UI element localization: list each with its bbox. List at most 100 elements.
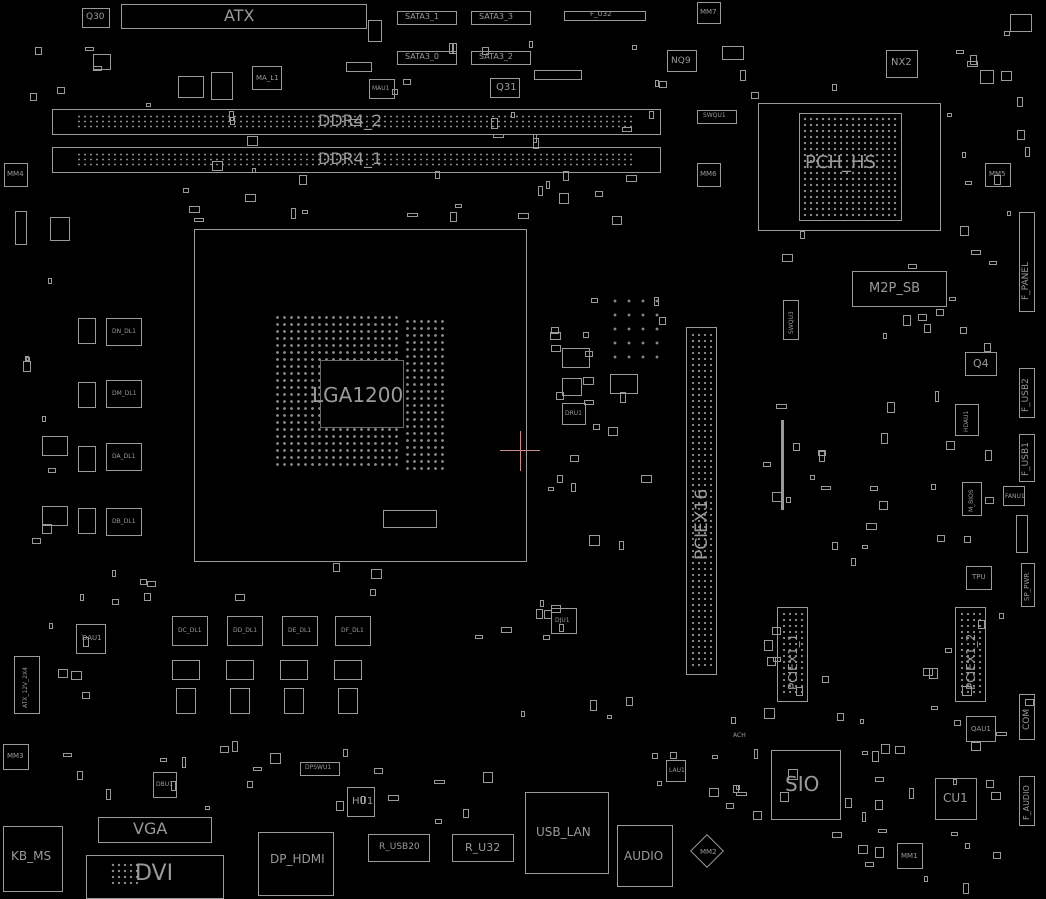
kb-ms-connector[interactable]: [3, 826, 63, 892]
lau1-chip[interactable]: [666, 760, 686, 782]
mm1-mount[interactable]: [897, 843, 923, 869]
mm3-mount[interactable]: [3, 744, 29, 770]
vrm-mosfet: [338, 688, 358, 714]
passive-footprint: [772, 492, 783, 502]
sio-chip[interactable]: [771, 750, 841, 820]
nq9-component[interactable]: [667, 50, 697, 72]
da-dl1-inductor[interactable]: [106, 443, 142, 471]
pch-outline[interactable]: [758, 103, 941, 231]
q31-component[interactable]: [490, 78, 520, 98]
f-audio-header[interactable]: [1019, 776, 1035, 826]
dbu1-chip[interactable]: [153, 772, 177, 798]
mm7-mount[interactable]: [697, 2, 721, 24]
de-dl1-inductor[interactable]: [282, 616, 318, 646]
dau1-chip[interactable]: [76, 624, 106, 654]
vga-connector[interactable]: [98, 817, 212, 843]
sata3-3-connector[interactable]: [471, 11, 531, 25]
dju1-chip[interactable]: [551, 608, 577, 634]
passive-footprint: [245, 194, 256, 202]
f-panel-header[interactable]: [1019, 212, 1035, 312]
tpu-label: TPU: [972, 573, 986, 581]
cu1-label: CU1: [943, 791, 968, 805]
cpu-socket-outline[interactable]: [194, 229, 527, 562]
q4-component[interactable]: [965, 352, 997, 376]
sata3-2-connector[interactable]: [471, 51, 531, 65]
q30-component[interactable]: [82, 8, 110, 28]
pciex1-1-slot[interactable]: [777, 607, 808, 702]
nq9-label: NQ9: [671, 56, 691, 66]
f-usb1-header[interactable]: [1019, 434, 1035, 482]
sata3-0-connector[interactable]: [397, 51, 457, 65]
passive-footprint: [949, 297, 956, 301]
dc-dl1-inductor[interactable]: [172, 616, 208, 646]
dd-dl1-inductor[interactable]: [227, 616, 263, 646]
audio-label: AUDIO: [624, 849, 664, 863]
pch-ball-grid: [802, 116, 899, 218]
passive-footprint: [450, 212, 457, 222]
passive-footprint: [883, 333, 887, 339]
f-u32-header[interactable]: [564, 11, 646, 21]
dpswu1-label: DPSWU1: [305, 764, 332, 771]
r-usb20-connector[interactable]: [368, 834, 430, 862]
top-cap: [211, 72, 233, 100]
passive-footprint: [887, 402, 895, 413]
de-dl1-label: DE_DL1: [288, 627, 312, 634]
passive-footprint: [772, 627, 781, 635]
hu1-chip[interactable]: [347, 787, 375, 817]
ddr4-2-slot[interactable]: [52, 109, 661, 135]
passive-footprint: [270, 753, 281, 764]
passive-footprint: [455, 204, 462, 208]
sp-pwr-header[interactable]: [1021, 563, 1035, 607]
passive-footprint: [971, 742, 981, 751]
mm4-mount[interactable]: [4, 163, 28, 187]
passive-footprint: [493, 134, 504, 138]
m2p-sb-socket[interactable]: [852, 271, 947, 307]
atx-12v-2x4-connector[interactable]: [14, 656, 40, 714]
hdau1-chip[interactable]: [955, 404, 979, 436]
passive-footprint: [434, 780, 445, 784]
usb-lan-connector[interactable]: [525, 792, 609, 874]
left-part: [15, 211, 27, 245]
dn-dl1-inductor[interactable]: [106, 318, 142, 346]
sata3-1-connector[interactable]: [397, 11, 457, 25]
pch-die[interactable]: [799, 113, 902, 221]
swqu1-chip[interactable]: [697, 110, 737, 124]
dm-dl1-inductor[interactable]: [106, 380, 142, 408]
atx-connector[interactable]: [121, 4, 367, 29]
dru1-chip[interactable]: [562, 403, 586, 425]
dp-hdmi-connector[interactable]: [258, 832, 334, 896]
audio-connector[interactable]: [617, 825, 673, 887]
dn-dl1-label: DN_DL1: [112, 328, 136, 335]
passive-footprint: [620, 392, 626, 403]
r-u32-connector[interactable]: [452, 834, 514, 862]
mm5-mount[interactable]: [985, 163, 1011, 187]
dpswu1-chip[interactable]: [300, 762, 340, 776]
m-bios-chip[interactable]: [962, 482, 982, 516]
passive-footprint: [82, 692, 90, 699]
passive-footprint: [659, 81, 667, 88]
passive-footprint: [546, 181, 550, 189]
nx2-component[interactable]: [886, 50, 918, 78]
ddr4-1-slot[interactable]: [52, 147, 661, 173]
passive-footprint: [583, 377, 594, 385]
swqu3-chip[interactable]: [783, 300, 799, 340]
ddr4-1-pins: [76, 152, 636, 168]
fanu1-chip[interactable]: [1003, 486, 1025, 506]
ma-l1-component[interactable]: [252, 66, 282, 90]
passive-footprint: [994, 175, 1001, 185]
tpu-chip[interactable]: [966, 566, 992, 590]
mm6-mount[interactable]: [697, 163, 721, 187]
com-header[interactable]: [1019, 694, 1035, 740]
pciex1-2-slot[interactable]: [955, 607, 986, 702]
f-usb2-header[interactable]: [1019, 368, 1035, 418]
passive-footprint: [909, 788, 914, 799]
pciex16-slot[interactable]: [686, 327, 717, 675]
db-dl1-inductor[interactable]: [106, 508, 142, 536]
df-dl1-inductor[interactable]: [335, 616, 371, 646]
cu1-chip[interactable]: [935, 778, 977, 820]
vrm-mosfet: [172, 660, 200, 680]
passive-footprint: [247, 136, 258, 146]
pciex1-1-label: PCIEX1_1: [786, 633, 800, 690]
passive-footprint: [947, 113, 952, 117]
qau1-chip[interactable]: [966, 716, 996, 742]
